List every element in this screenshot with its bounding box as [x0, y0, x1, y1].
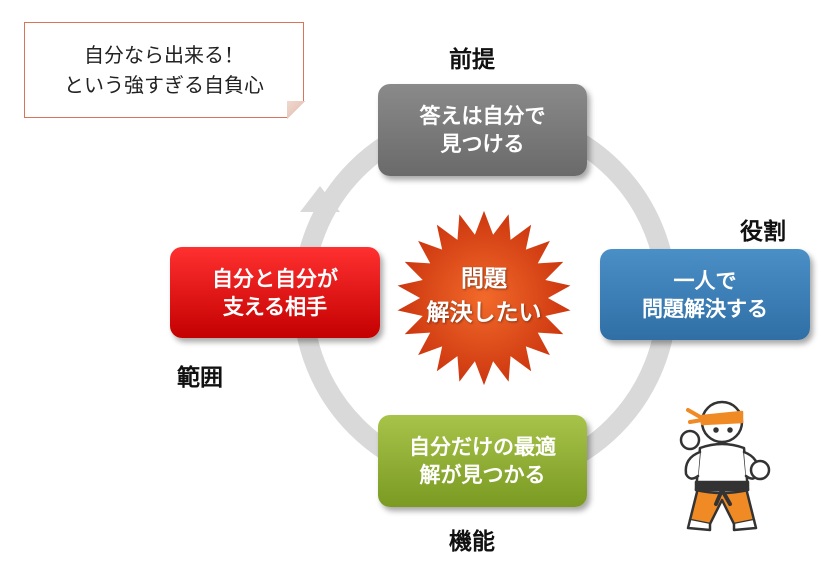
center-problem-solving: 問題 解決したい — [400, 262, 568, 330]
karate-fighter-icon — [679, 400, 771, 532]
box-premise: 答えは自分で 見つける — [378, 84, 587, 176]
box-function-line-1: 自分だけの最適 — [409, 435, 556, 459]
box-scope: 自分と自分が 支える相手 — [170, 247, 380, 338]
box-premise-line-1: 答えは自分で — [419, 104, 546, 128]
label-role: 役割 — [740, 219, 786, 245]
label-function: 機能 — [449, 529, 495, 555]
box-role-line-1: 一人で — [673, 268, 737, 293]
note-line-1: 自分なら出来る！ — [84, 43, 244, 67]
box-role-line-2: 問題解決する — [642, 296, 768, 321]
box-function-line-2: 解が見つかる — [419, 463, 546, 487]
box-premise-line-2: 見つける — [440, 132, 525, 156]
center-burst-shape — [392, 205, 576, 391]
label-scope: 範囲 — [177, 365, 223, 391]
box-scope-line-2: 支える相手 — [222, 294, 328, 319]
note-line-2: という強すぎる自負心 — [64, 73, 264, 97]
center-line-2: 解決したい — [426, 300, 542, 326]
box-scope-line-1: 自分と自分が — [212, 266, 338, 291]
box-function: 自分だけの最適 解が見つかる — [378, 415, 587, 507]
box-role: 一人で 問題解決する — [600, 249, 810, 340]
center-line-1: 問題 — [461, 266, 507, 292]
cycle-arrow-head — [300, 186, 340, 212]
self-confidence-note: 自分なら出来る！ という強すぎる自負心 — [24, 22, 305, 119]
note-folded-corner — [287, 101, 305, 119]
label-premise: 前提 — [449, 47, 495, 73]
